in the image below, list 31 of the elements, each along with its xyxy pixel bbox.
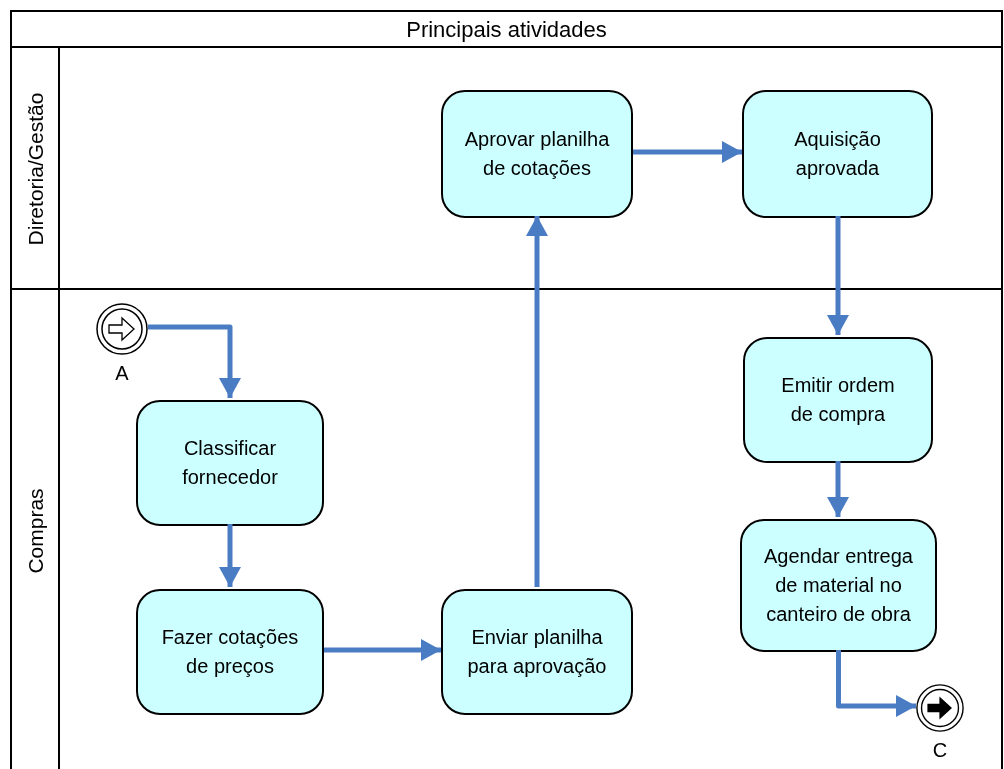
task-label: Agendar entrega de material no canteiro de obra: [763, 544, 914, 627]
arrow: [633, 141, 742, 163]
task-box: [740, 519, 937, 652]
lane-label: Diretoria/Gestão: [24, 92, 46, 246]
arrow: [324, 639, 441, 661]
arrow: [526, 216, 548, 587]
arrow: [836, 650, 916, 717]
arrow: [148, 324, 241, 398]
task-box: [136, 400, 324, 526]
task-label: Classificar fornecedor: [181, 436, 279, 490]
task-label: Fazer cotações de preços: [160, 625, 300, 679]
end-event-circle: [916, 684, 964, 732]
arrow: [827, 216, 849, 335]
event-label: A: [114, 363, 130, 383]
arrow: [827, 461, 849, 517]
task-label: Aquisição aprovada: [793, 127, 882, 181]
task-label: Emitir ordem de compra: [780, 373, 896, 427]
event-label: C: [932, 740, 948, 760]
pool: [10, 10, 1003, 769]
task-box: [441, 589, 633, 715]
task-box: [441, 90, 633, 218]
lane-label: Compras: [24, 487, 46, 574]
task-box: [136, 589, 324, 715]
task-box: [742, 90, 933, 218]
start-event-circle: [96, 303, 148, 355]
pool-title: Principais atividades: [406, 15, 607, 44]
task-label: Aprovar planilha de cotações: [463, 127, 611, 181]
arrow: [219, 524, 241, 587]
swimlane: [10, 288, 1001, 769]
task-label: Enviar planilha para aprovação: [466, 625, 608, 679]
task-box: [743, 337, 933, 463]
